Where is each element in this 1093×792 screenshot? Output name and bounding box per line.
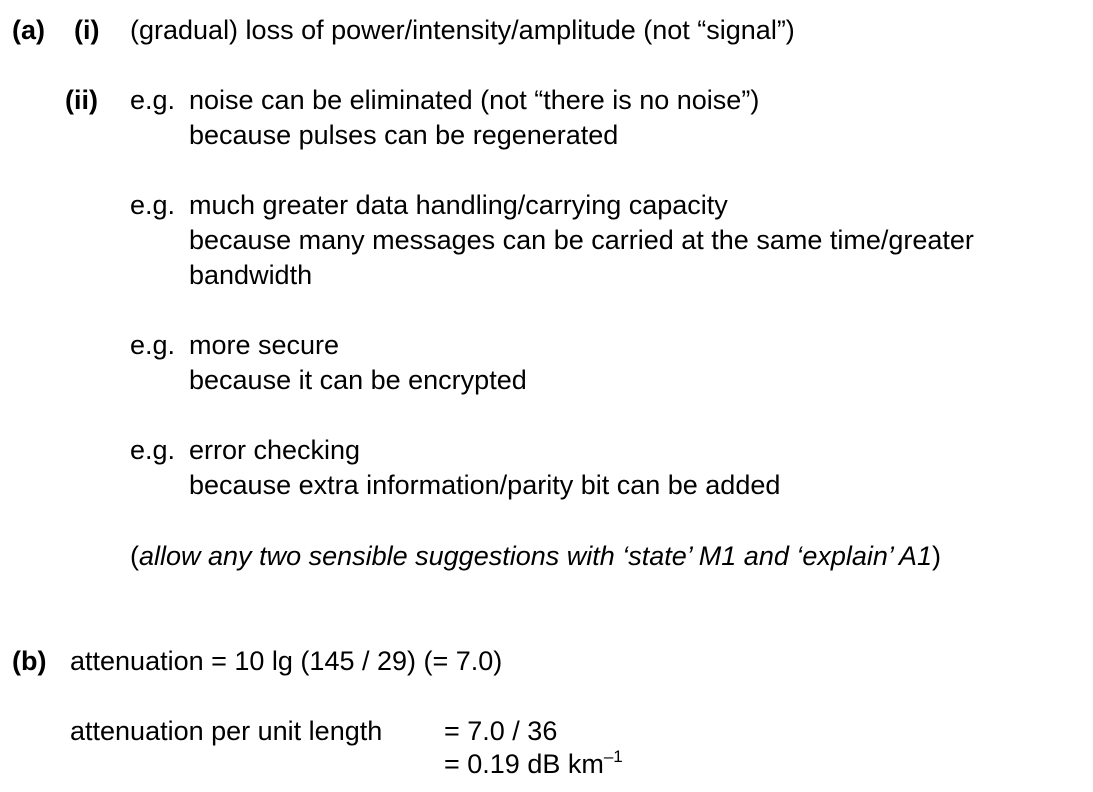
- item-explain: because many messages can be carried at …: [189, 225, 974, 255]
- item-lead: e.g.: [130, 330, 176, 360]
- part-a-ii-label: (ii): [65, 85, 98, 115]
- item-explain: because it can be encrypted: [189, 365, 527, 395]
- item-lead: e.g.: [130, 190, 176, 220]
- item-state: much greater data handling/carrying capa…: [189, 190, 728, 220]
- item-lead: e.g.: [130, 435, 176, 465]
- item-lead: e.g.: [130, 85, 176, 115]
- part-a-i-answer: (gradual) loss of power/intensity/amplit…: [130, 15, 795, 45]
- marking-note-close: ): [931, 541, 941, 571]
- attenuation-per-length-label: attenuation per unit length: [70, 716, 383, 746]
- attenuation-per-length-result: = 0.19 dB km–1: [444, 748, 623, 779]
- marking-note: (allow any two sensible suggestions with…: [130, 543, 941, 570]
- attenuation-per-length-step: = 7.0 / 36: [444, 716, 558, 746]
- result-value: = 0.19 dB km: [444, 749, 604, 779]
- item-state: noise can be eliminated (not “there is n…: [189, 85, 760, 115]
- item-state: more secure: [189, 330, 340, 360]
- result-exponent: –1: [603, 747, 623, 766]
- part-a-i-label: (i): [74, 15, 100, 45]
- part-a-label: (a): [12, 15, 45, 45]
- item-explain: because pulses can be regenerated: [189, 120, 619, 150]
- part-b-label: (b): [12, 646, 47, 676]
- item-explain: bandwidth: [189, 260, 313, 290]
- item-explain: because extra information/parity bit can…: [189, 470, 781, 500]
- marking-note-open: (: [130, 541, 139, 571]
- marking-note-text: allow any two sensible suggestions with …: [139, 541, 932, 571]
- item-state: error checking: [189, 435, 361, 465]
- attenuation-equation: attenuation = 10 lg (145 / 29) (= 7.0): [70, 646, 503, 676]
